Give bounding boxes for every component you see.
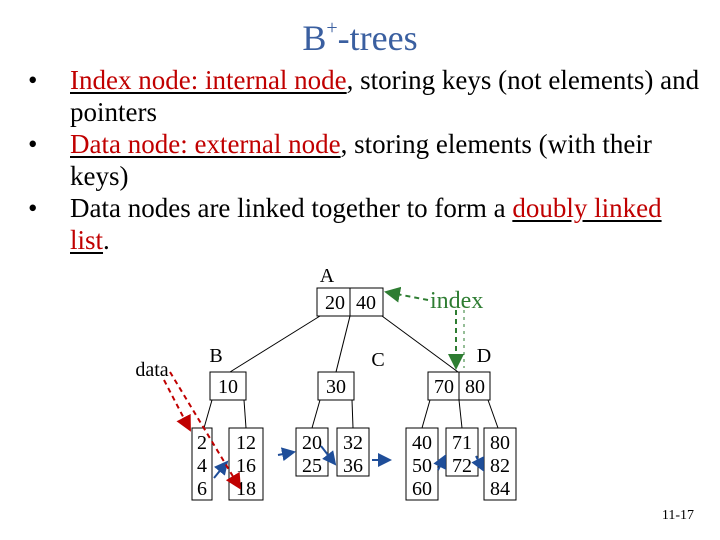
label-data: data [135,359,168,381]
node-D-key-2: 80 [465,376,485,398]
leaf-6-key: 71 [452,432,472,454]
leaf-5-key: 50 [412,455,432,477]
edge-A-D [381,315,459,373]
leaf-link-2-3 [277,447,296,462]
edge-D-leaf-6 [458,399,463,429]
leaf-3: 20 25 [295,427,329,477]
node-A: 20 40 [316,287,384,317]
leaf-link-6-7 [471,455,484,472]
bullet-data-node: • Data node: external node, storing elem… [24,128,704,192]
leaf-link-1-2 [213,460,229,479]
leaf-7: 80 82 84 [483,427,517,501]
leaf-7-key: 82 [490,455,510,477]
leaf-5-key: 40 [412,432,432,454]
label-index: index [430,288,483,314]
label-C: C [371,349,384,371]
bullet-marker: • [28,193,38,223]
node-A-key-2: 40 [356,292,376,314]
bullet-prefix: Data nodes are linked together to form a [70,193,513,223]
edge-C-leaf-4 [351,399,354,429]
edge-B-leaf-1 [203,399,213,429]
node-B: 10 [209,371,247,401]
slide-title: B+-trees [0,16,720,60]
leaf-1: 2 4 6 [191,427,213,501]
edge-D-leaf-7 [487,399,499,429]
label-B: B [209,345,222,367]
data-arrow-leaf-1 [163,379,191,432]
leaf-3-key: 25 [302,455,322,477]
leaf-4-key: 32 [343,432,363,454]
leaf-3-key: 20 [302,432,322,454]
node-C-key-1: 30 [326,376,346,398]
leaf-7-key: 80 [490,432,510,454]
bullet-marker: • [28,129,38,159]
leaf-6-key: 72 [452,455,472,477]
leaf-5-key: 60 [412,478,432,500]
leaf-2: 12 16 18 [228,427,264,501]
highlight-index-node: Index node: internal node [70,65,347,95]
bullet-marker: • [28,65,38,95]
edge-C-leaf-3 [311,399,321,429]
title-sup: + [326,17,338,39]
label-D: D [477,345,491,367]
node-A-key-1: 20 [325,292,345,314]
leaf-2-key: 12 [236,432,256,454]
edge-A-B [229,315,321,373]
node-B-box [209,371,247,401]
highlight-data-node: Data node: external node [70,129,341,159]
highlight-doubly-linked-list: doubly linked list [70,193,662,255]
leaf-1-box [191,427,213,501]
leaf-2-key: 16 [236,455,256,477]
edge-B-leaf-2 [243,399,247,429]
leaf-4: 32 36 [336,427,370,477]
bullet-linked-list: • Data nodes are linked together to form… [24,192,704,256]
leaf-7-box [483,427,517,501]
label-A: A [320,265,335,287]
node-B-key-1: 10 [218,376,238,398]
leaf-7-key: 84 [490,478,510,500]
title-rest: -trees [337,18,418,58]
leaf-4-key: 36 [343,455,363,477]
title-main: B [302,18,327,58]
leaf-5: 40 50 60 [405,427,439,501]
leaf-2-key: 18 [236,478,256,500]
edge-D-leaf-5 [421,399,431,429]
leaf-6: 71 72 [445,427,479,477]
leaf-1-key: 4 [197,455,207,477]
index-arrow-A [384,286,429,303]
bullet-text: . [103,225,110,255]
data-arrow-leaf-2 [169,371,242,490]
bullet-text: , storing keys (not elements) and pointe… [70,65,700,127]
leaf-1-key: 2 [197,432,207,454]
leaf-link-3-4 [320,445,337,466]
bullet-index-node: • Index node: internal node, storing key… [24,64,704,128]
node-D: 70 80 [427,371,491,401]
page-number: 11-17 [661,508,694,523]
node-D-key-1: 70 [434,376,454,398]
bullet-list: • Index node: internal node, storing key… [24,64,704,256]
node-C: 30 [317,371,355,401]
leaf-1-key: 6 [197,478,207,500]
bullet-text: , storing elements (with their keys) [70,129,652,191]
leaf-link-5-6 [433,454,446,471]
edge-A-C [335,315,351,373]
